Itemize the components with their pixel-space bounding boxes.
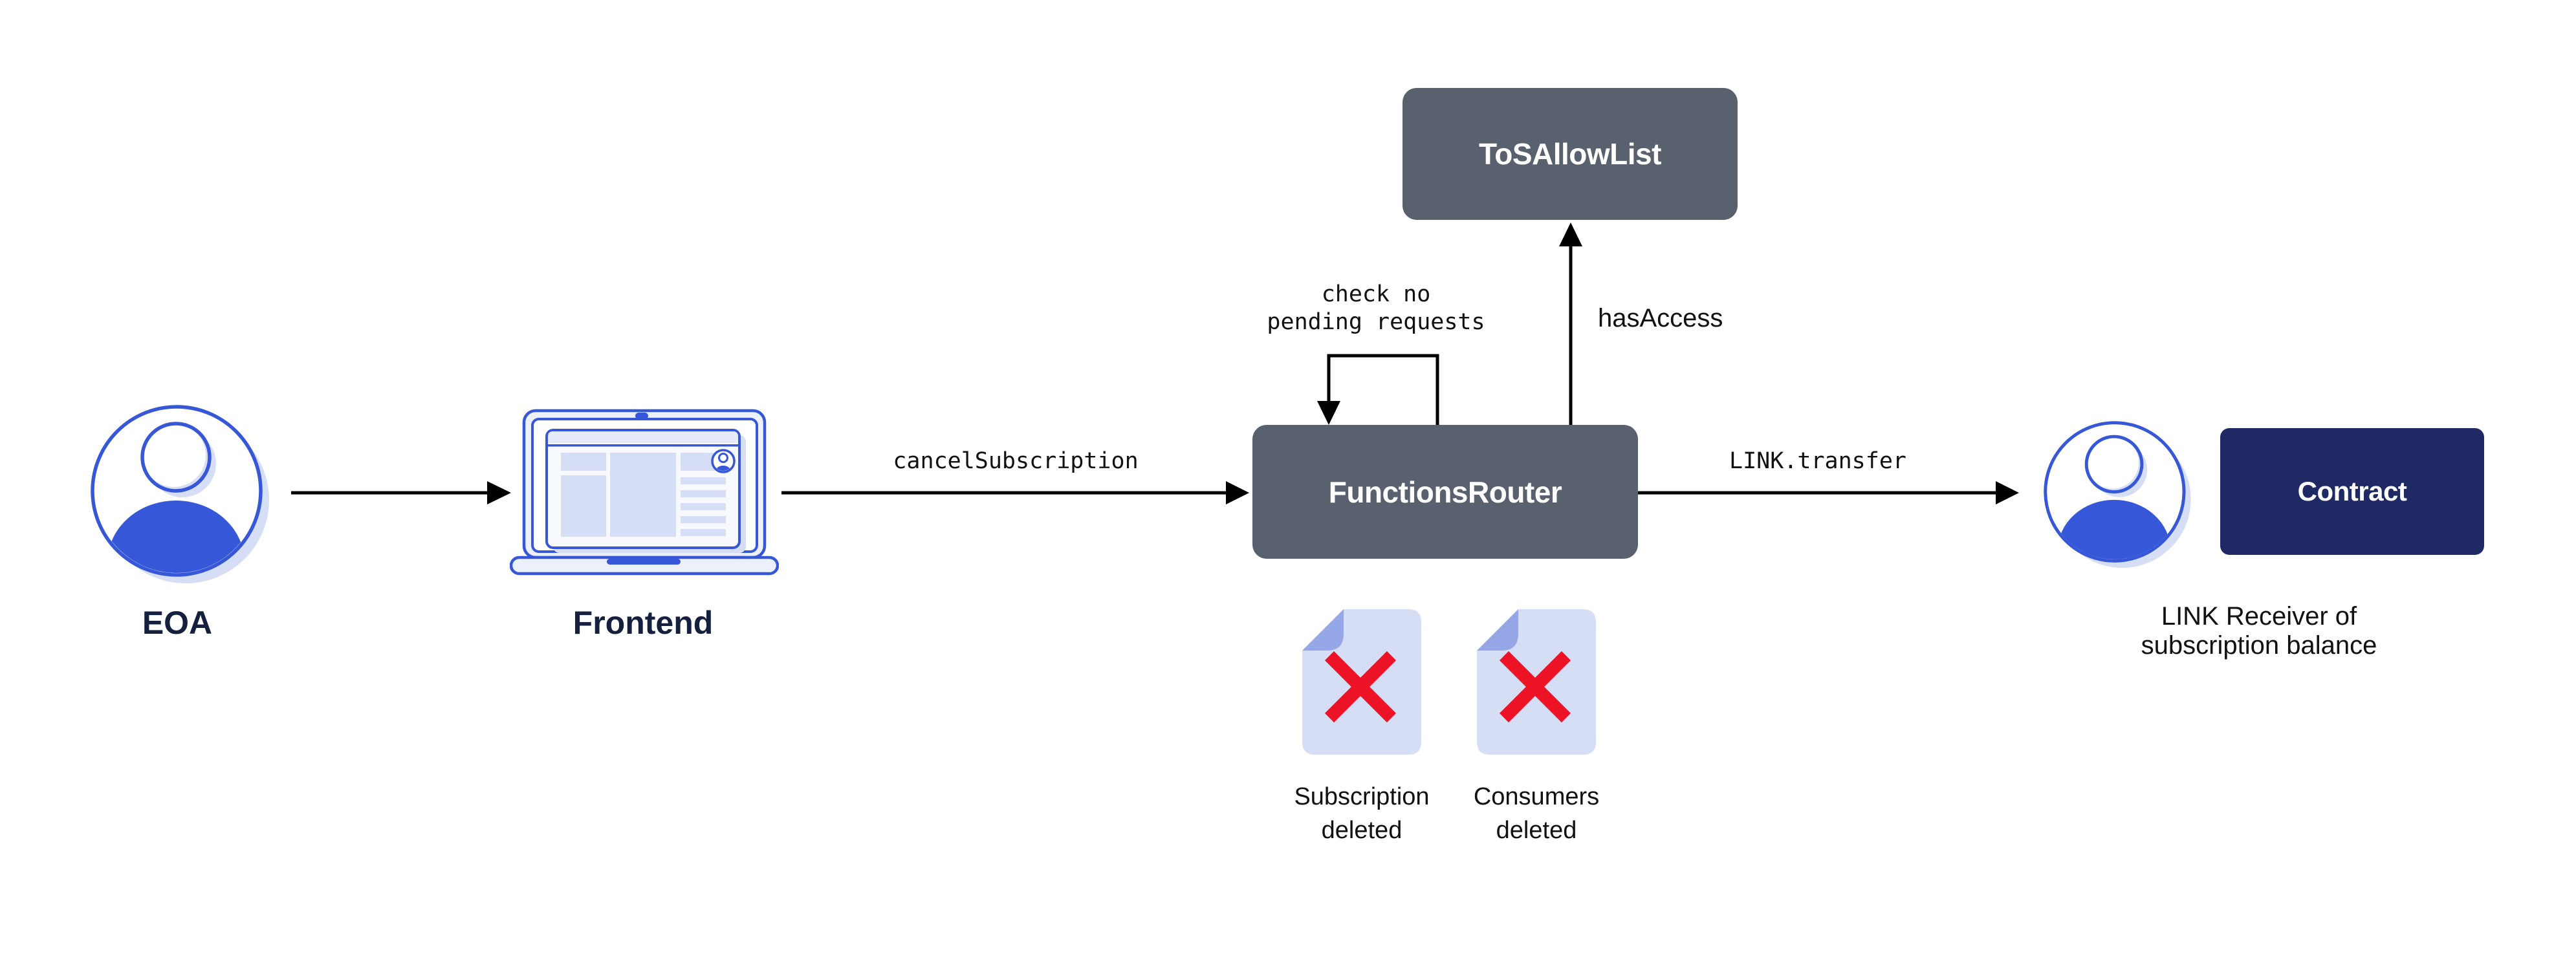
laptop-base [510, 556, 779, 576]
document-fold [1302, 609, 1344, 651]
person-icon [91, 405, 269, 583]
frontend-label: Frontend [573, 605, 714, 641]
artifact-label-line: Consumers [1473, 783, 1600, 810]
person-icon [2044, 421, 2191, 568]
x-mark-icon [1324, 651, 1397, 723]
webcam-icon [635, 413, 648, 419]
artifact-label-line: deleted [1321, 817, 1403, 844]
browser-topbar-divider [548, 444, 738, 447]
document-fold [1477, 609, 1518, 651]
arrowhead-icon [1996, 481, 2019, 504]
arrow-eoa-to-frontend [291, 481, 511, 504]
arrow-router-to-tosallowlist [1559, 222, 1582, 427]
browser-list-row [681, 477, 726, 484]
browser-panel [561, 453, 606, 471]
person-head-outline [2084, 435, 2144, 493]
node-functions-router: FunctionsRouter [1252, 425, 1638, 559]
edge-label-link-transfer: LINK.transfer [1729, 448, 1906, 474]
browser-panel [561, 475, 606, 537]
laptop-icon [510, 409, 779, 576]
functions-router-label: FunctionsRouter [1328, 475, 1562, 509]
link-receiver-label: LINK Receiver of subscription balance [2141, 602, 2377, 660]
node-tos-allow-list: ToSAllowList [1403, 88, 1738, 220]
edge-label-line: pending requests [1267, 309, 1485, 335]
browser-list-row [681, 529, 726, 536]
person-head-outline [140, 422, 212, 493]
artifact-label-line: deleted [1496, 817, 1577, 844]
edge-label-cancel-subscription: cancelSubscription [893, 448, 1139, 474]
link-receiver-label-line: subscription balance [2141, 631, 2377, 660]
contract-label: Contract [2297, 476, 2407, 506]
document-deleted-icon [1477, 609, 1596, 755]
person-body [107, 501, 245, 573]
link-receiver-label-line: LINK Receiver of [2161, 602, 2357, 631]
eoa-label: EOA [142, 605, 213, 641]
arrowhead-icon [1559, 222, 1582, 246]
arrowhead-icon [1317, 401, 1340, 425]
arrow-router-self-loop [1317, 354, 1439, 427]
browser-avatar-body [715, 466, 731, 471]
subscription-deleted-label: Subscription deleted [1294, 780, 1429, 847]
person-head [2086, 437, 2139, 489]
arrow-router-to-receiver [1637, 481, 2019, 504]
document-deleted-icon [1302, 609, 1421, 755]
edge-label-check-no-pending: check no pending requests [1267, 281, 1485, 336]
edge-label-line: check no [1321, 281, 1431, 307]
arrowhead-icon [1226, 481, 1249, 504]
browser-panel [610, 453, 676, 537]
node-contract: Contract [2220, 428, 2484, 555]
browser-topbar [548, 431, 738, 443]
x-mark-icon [1499, 651, 1571, 723]
consumers-deleted-label: Consumers deleted [1474, 780, 1599, 847]
person-head [142, 424, 206, 487]
artifact-label-line: Subscription [1294, 783, 1430, 810]
person-body [2057, 499, 2171, 559]
tos-allow-list-label: ToSAllowList [1479, 137, 1661, 171]
browser-list-row [681, 503, 726, 510]
browser-list-row [681, 490, 726, 497]
browser-list-row [681, 516, 726, 523]
laptop-base-notch [607, 559, 681, 565]
arrow-frontend-to-router [781, 481, 1249, 504]
arrowhead-icon [487, 481, 511, 504]
browser-avatar-head [718, 453, 728, 463]
edge-label-has-access: hasAccess [1598, 304, 1723, 332]
